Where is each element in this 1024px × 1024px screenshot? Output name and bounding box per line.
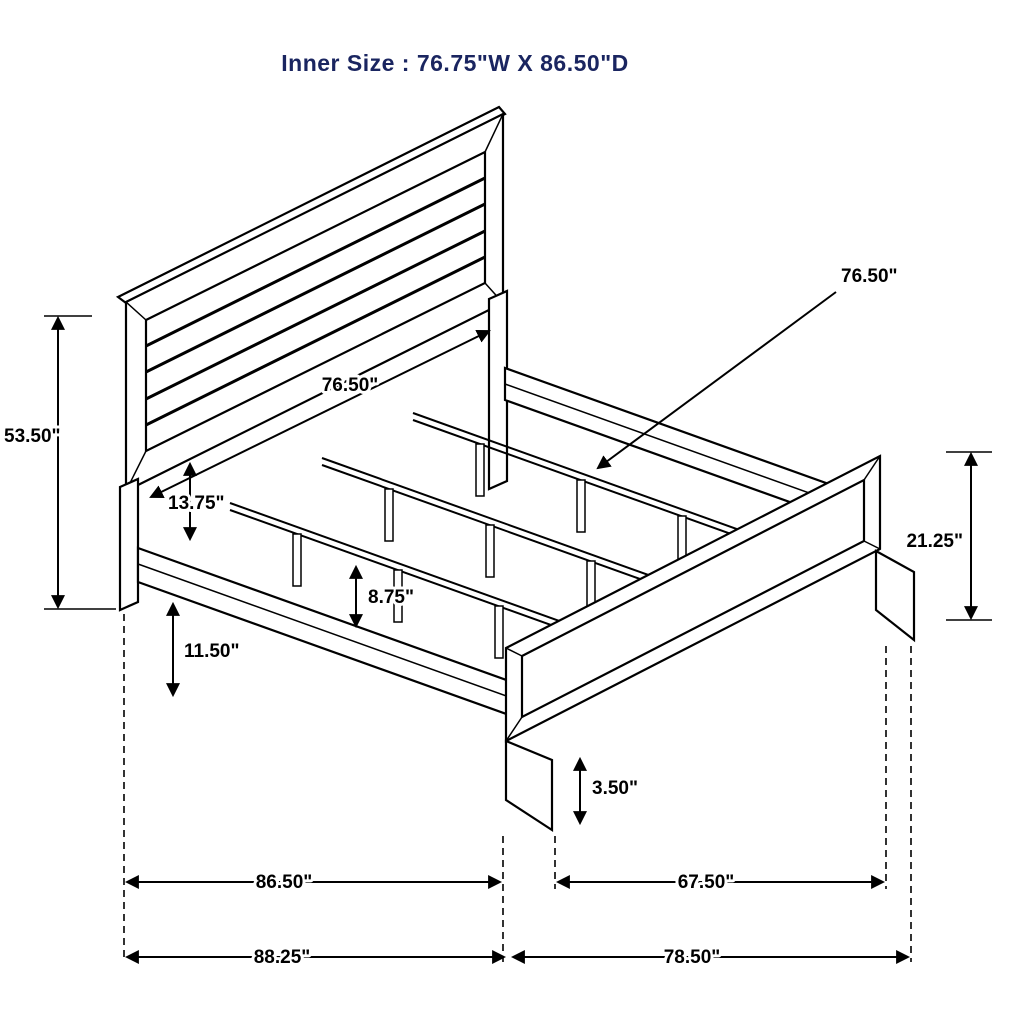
footboard-mitre-line <box>863 540 881 550</box>
dimension-annotations: 53.50" 13.75" 76.50" 76.50" <box>1 263 992 971</box>
dim-arrow <box>149 329 491 499</box>
center-rail-top-edge <box>321 457 697 593</box>
dim-label-overall-depth: 88.25" <box>254 947 311 968</box>
center-rail-leg <box>384 488 394 542</box>
headboard-slat-line <box>145 176 486 348</box>
footboard-mitre-line <box>505 647 523 657</box>
dim-label-headboard-width: 76.50" <box>322 375 379 396</box>
center-rail-leg <box>494 605 504 659</box>
dim-headboard-height: 53.50" <box>1 315 116 610</box>
dim-side-rail-height: 11.50" <box>166 601 243 698</box>
center-rail-leg <box>475 443 485 497</box>
headboard-mitre-line <box>484 113 504 153</box>
dim-inner-rail-length: 86.50" <box>124 869 503 896</box>
projection-lines <box>123 614 912 962</box>
dim-center-rail-length: 76.50" <box>596 263 901 470</box>
headboard-top-cap <box>115 105 507 305</box>
center-rail-top-edge <box>229 502 605 638</box>
center-rail-leg <box>393 569 403 623</box>
front-side-rail <box>136 546 514 718</box>
dim-label-center-support-leg: 8.75" <box>368 587 414 608</box>
footboard-inner-panel <box>520 478 866 719</box>
dim-label-overall-width: 78.50" <box>664 947 721 968</box>
dim-leader-line <box>596 291 837 470</box>
footboard <box>504 454 916 833</box>
footboard-mitre-line <box>505 716 523 742</box>
dim-headboard-width: 76.50" <box>149 329 491 499</box>
footboard-mitre-line <box>863 455 881 481</box>
center-rail-leg <box>292 533 302 587</box>
center-rail-leg <box>576 479 586 533</box>
bed-frame-drawing <box>115 105 916 833</box>
center-rail-bottom-edge <box>229 509 605 645</box>
dim-overall-width: 78.50" <box>510 944 911 971</box>
headboard-inner-panel <box>144 150 487 453</box>
dim-label-headboard-height: 53.50" <box>4 426 61 447</box>
dim-label-footboard-leg: 3.50" <box>592 778 638 799</box>
dim-center-support-leg: 8.75" <box>349 564 417 629</box>
dim-footboard-height: 21.25" <box>903 451 992 621</box>
dim-footboard-width: 67.50" <box>555 869 886 896</box>
dim-label-footboard-width: 67.50" <box>678 872 735 893</box>
center-rail <box>229 502 605 659</box>
dim-label-headboard-bottom-gap: 13.75" <box>168 493 225 514</box>
footboard-far-leg <box>874 549 916 643</box>
front-rail-molding-line <box>137 563 513 699</box>
dim-overall-depth: 88.25" <box>124 944 507 971</box>
dim-footboard-leg: 3.50" <box>573 756 641 826</box>
center-rail-leg <box>485 524 495 578</box>
front-rail-band <box>136 546 514 718</box>
dim-label-side-rail-height: 11.50" <box>184 641 240 662</box>
dim-label-inner-rail-length: 86.50" <box>256 872 313 893</box>
footboard-near-leg <box>504 739 554 833</box>
dim-label-center-rail-length: 76.50" <box>841 266 898 287</box>
dim-label-footboard-height: 21.25" <box>906 531 963 552</box>
headboard <box>115 105 509 612</box>
headboard-left-leg <box>118 477 140 612</box>
headboard-mitre-line <box>125 301 147 321</box>
diagram-title: Inner Size : 76.75"W X 86.50"D <box>281 50 629 76</box>
